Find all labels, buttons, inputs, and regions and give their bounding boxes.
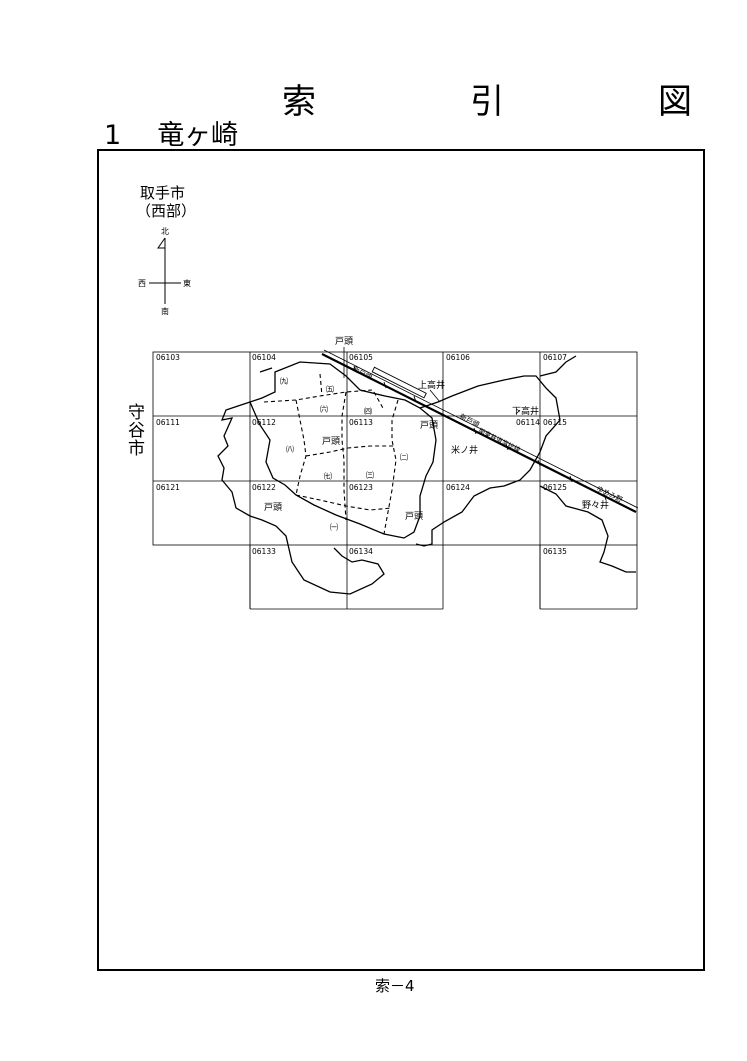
- label-torite-city: 取手市: [140, 184, 185, 202]
- district-3: ㈢: [366, 470, 374, 480]
- sheet-grid: [152, 351, 638, 610]
- page-number: 索－4: [375, 977, 415, 995]
- compass-east: 東: [183, 278, 191, 288]
- district-7: ㈦: [324, 471, 332, 481]
- map-frame: [97, 149, 705, 971]
- district-4: ㈣: [364, 407, 372, 416]
- west-edge: [217, 367, 385, 595]
- cell-06113: 06113: [349, 418, 373, 427]
- station-totou: 新戸頭: [351, 364, 374, 381]
- district-5: ㈤: [326, 384, 334, 394]
- cell-06121: 06121: [156, 483, 180, 492]
- place-yonenoi: 米ノ井: [451, 444, 478, 456]
- area-heading: 1 竜ヶ崎: [104, 113, 238, 152]
- cell-06106: 06106: [446, 353, 470, 362]
- railway-line: [321, 349, 639, 513]
- cell-06105: 06105: [349, 353, 373, 362]
- cell-06124: 06124: [446, 483, 470, 492]
- place-totou-top: 戸頭: [335, 336, 353, 347]
- cell-06134: 06134: [349, 547, 373, 556]
- area-name: 竜ヶ崎: [157, 120, 239, 151]
- cell-06115: 06115: [543, 418, 567, 427]
- compass-west: 西: [138, 279, 146, 288]
- cell-06122: 06122: [252, 483, 276, 492]
- compass-north: 北: [161, 227, 169, 236]
- cell-06112: 06112: [252, 418, 276, 427]
- cell-06133: 06133: [252, 547, 276, 556]
- label-moriya-1: 守: [128, 403, 145, 423]
- place-totou-se: 戸頭: [405, 511, 423, 522]
- place-nonoi: 野々井: [582, 499, 609, 511]
- place-totou-east: 戸頭: [420, 420, 438, 431]
- district-8: ㈧: [286, 445, 294, 454]
- district-6: ㈥: [320, 404, 328, 414]
- cell-06111: 06111: [156, 418, 180, 427]
- north-east-edge: [539, 355, 577, 377]
- label-moriya-2: 谷: [128, 421, 145, 441]
- cell-06135: 06135: [543, 547, 567, 556]
- district-2: ㈡: [400, 452, 408, 462]
- railway-name: 関東鉄道常総線: [477, 426, 522, 455]
- station-totou-block: [371, 366, 427, 399]
- district-lines: [263, 373, 399, 535]
- cell-06107: 06107: [543, 353, 567, 362]
- area-number: 1: [104, 120, 122, 151]
- grid-outline-main: [152, 351, 638, 546]
- cell-06123: 06123: [349, 483, 373, 492]
- cell-06114: 06114: [516, 418, 540, 427]
- cell-06125: 06125: [543, 483, 567, 492]
- place-shimotakai: 下高井: [512, 405, 539, 417]
- compass-rose: 北 南 東 西: [138, 227, 191, 316]
- district-1: ㈠: [330, 522, 338, 532]
- nonoi-boundary: [539, 485, 636, 573]
- label-torite-west: （西部）: [136, 202, 196, 220]
- place-totou-sw: 戸頭: [264, 502, 282, 513]
- district-9: ㈨: [280, 376, 288, 386]
- page-title: 索 引 図: [282, 82, 747, 122]
- place-totou-center: 戸頭: [322, 436, 340, 447]
- totou-boundary: [249, 361, 437, 539]
- place-kamitakai: 上高井: [418, 379, 445, 391]
- east-boundary: [415, 375, 561, 547]
- cell-06103: 06103: [156, 353, 180, 362]
- station-totou-east: 新戸頭: [458, 412, 481, 429]
- label-moriya-3: 市: [128, 439, 145, 459]
- area-boundaries: [217, 355, 636, 595]
- compass-south: 南: [161, 306, 169, 316]
- cell-06104: 06104: [252, 353, 276, 362]
